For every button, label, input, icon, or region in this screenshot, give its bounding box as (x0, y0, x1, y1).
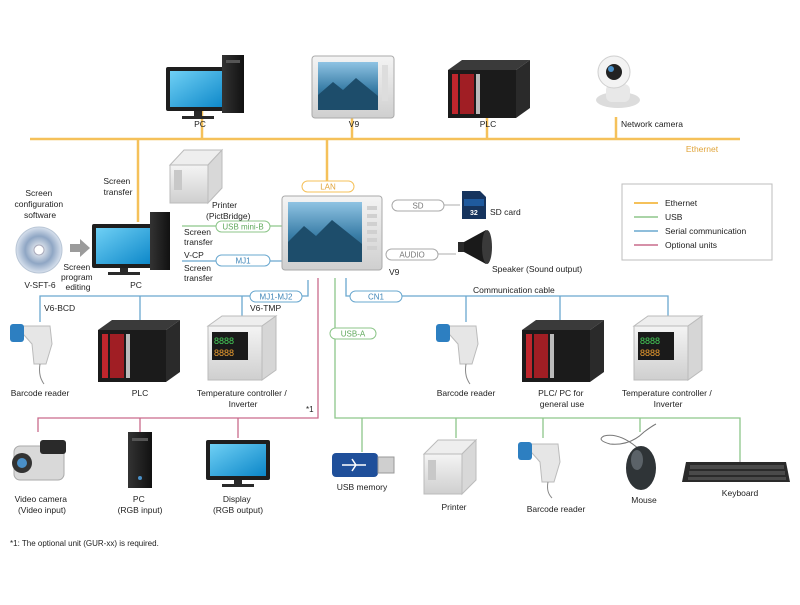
screen-transfer-serial-label: Screen transfer (184, 263, 213, 283)
cn1-tag: CN1 (349, 290, 403, 303)
mj1-text: MJ1 (235, 257, 251, 266)
top-v9-icon (311, 55, 395, 119)
screen-program-label: Screen program editing (61, 262, 95, 292)
legend-ethernet: Ethernet (665, 198, 698, 208)
v6bcd-label: V6-BCD (44, 303, 75, 313)
network-camera-icon (596, 55, 640, 108)
left-pc-label: PC (130, 280, 142, 290)
temp-controller-right-label: Temperature controller / Inverter (622, 388, 714, 409)
speaker-label: Speaker (Sound output) (492, 264, 582, 274)
top-plc-icon (448, 60, 530, 118)
legend-box: Ethernet USB Serial communication Option… (621, 183, 773, 261)
svg-text:8888: 8888 (640, 348, 660, 358)
plc-left-icon (98, 320, 180, 382)
optional-mark: *1 (306, 405, 314, 414)
video-camera-icon (12, 440, 66, 481)
legend-usb: USB (665, 212, 683, 222)
ethernet-lines (30, 110, 740, 222)
ethernet-line-label: Ethernet (686, 144, 719, 154)
footnote: *1: The optional unit (GUR-xx) is requir… (10, 539, 159, 548)
mouse-icon (600, 423, 657, 490)
plc-pc-right-icon (522, 320, 604, 382)
screen-transfer-usb-label: Screen transfer (184, 227, 213, 247)
usb-barcode-reader-label: Barcode reader (527, 504, 586, 514)
mj1-mj2-tag: MJ1-MJ2 (249, 290, 303, 303)
cn1-text: CN1 (368, 293, 385, 302)
vcp-label: V-CP (184, 250, 204, 260)
legend-optional: Optional units (665, 240, 717, 250)
video-camera-label: Video camera (Video input) (15, 494, 70, 515)
barcode-reader-right-label: Barcode reader (437, 388, 496, 398)
sd-card-label: SD card (490, 207, 521, 217)
left-pc-icon (92, 212, 170, 275)
arrow-icon (70, 239, 90, 257)
mouse-label: Mouse (631, 495, 657, 505)
top-pc-label: PC (194, 119, 206, 129)
svg-text:8888: 8888 (214, 348, 234, 358)
usb-printer-label: Printer (441, 502, 466, 512)
center-v9-label: V9 (389, 267, 400, 277)
barcode-reader-left-label: Barcode reader (11, 388, 70, 398)
center-v9-icon (281, 195, 383, 271)
legend-serial: Serial communication (665, 226, 747, 236)
svg-text:8888: 8888 (214, 336, 234, 346)
top-plc-label: PLC (480, 119, 497, 129)
v6tmp-label: V6-TMP (250, 303, 282, 313)
sd-card-size: 32 (470, 210, 478, 217)
display-label: Display (RGB output) (213, 494, 263, 515)
barcode-reader-right-icon (436, 324, 479, 385)
display-icon (206, 440, 270, 487)
rgb-pc-icon (128, 432, 152, 488)
temp-controller-left-icon: 8888 8888 (206, 315, 278, 381)
sd-tag: SD (391, 199, 445, 212)
rgb-pc-label: PC (RGB input) (118, 494, 163, 515)
temp-controller-right-icon: 8888 8888 (632, 315, 704, 381)
temp-controller-left-label: Temperature controller / Inverter (197, 388, 289, 409)
keyboard-label: Keyboard (722, 488, 759, 498)
speaker-icon (458, 230, 492, 264)
screen-config-label: Screen configuration software (14, 188, 65, 220)
svg-text:8888: 8888 (640, 336, 660, 346)
audio-tag-text: AUDIO (399, 251, 424, 260)
usb-memory-label: USB memory (337, 482, 388, 492)
barcode-reader-left-icon (10, 324, 53, 385)
pictbridge-printer-label: Printer (PictBridge) (206, 200, 251, 221)
top-pc-icon (166, 55, 244, 119)
lan-tag-text: LAN (320, 183, 336, 192)
cd-icon (15, 226, 63, 274)
peripheral-lines (392, 204, 460, 255)
lan-tag: LAN (301, 180, 355, 193)
top-v9-label: V9 (349, 119, 360, 129)
mj1-mj2-text: MJ1-MJ2 (260, 293, 293, 302)
usb-mini-b-tag: USB mini-B (215, 220, 271, 233)
screen-transfer-top-label: Screen transfer (103, 176, 132, 197)
comm-cable-label: Communication cable (473, 285, 555, 295)
usb-memory-icon (332, 453, 395, 477)
plc-left-label: PLC (132, 388, 149, 398)
sd-card-icon: 32 (462, 191, 486, 219)
audio-tag: AUDIO (385, 248, 439, 261)
usb-a-text: USB-A (341, 330, 366, 339)
vsft-label: V-SFT-6 (24, 280, 55, 290)
usb-mini-b-text: USB mini-B (222, 223, 263, 232)
plc-pc-right-label: PLC/ PC for general use (538, 388, 586, 409)
keyboard-icon (682, 460, 790, 482)
usb-a-tag: USB-A (329, 327, 377, 340)
pictbridge-printer-icon (168, 148, 224, 205)
usb-barcode-reader-icon (518, 442, 561, 499)
optional-lines (37, 278, 319, 438)
sd-tag-text: SD (412, 202, 423, 211)
network-camera-label: Network camera (621, 119, 683, 129)
usb-printer-icon (422, 438, 478, 496)
mj1-tag: MJ1 (215, 254, 271, 267)
